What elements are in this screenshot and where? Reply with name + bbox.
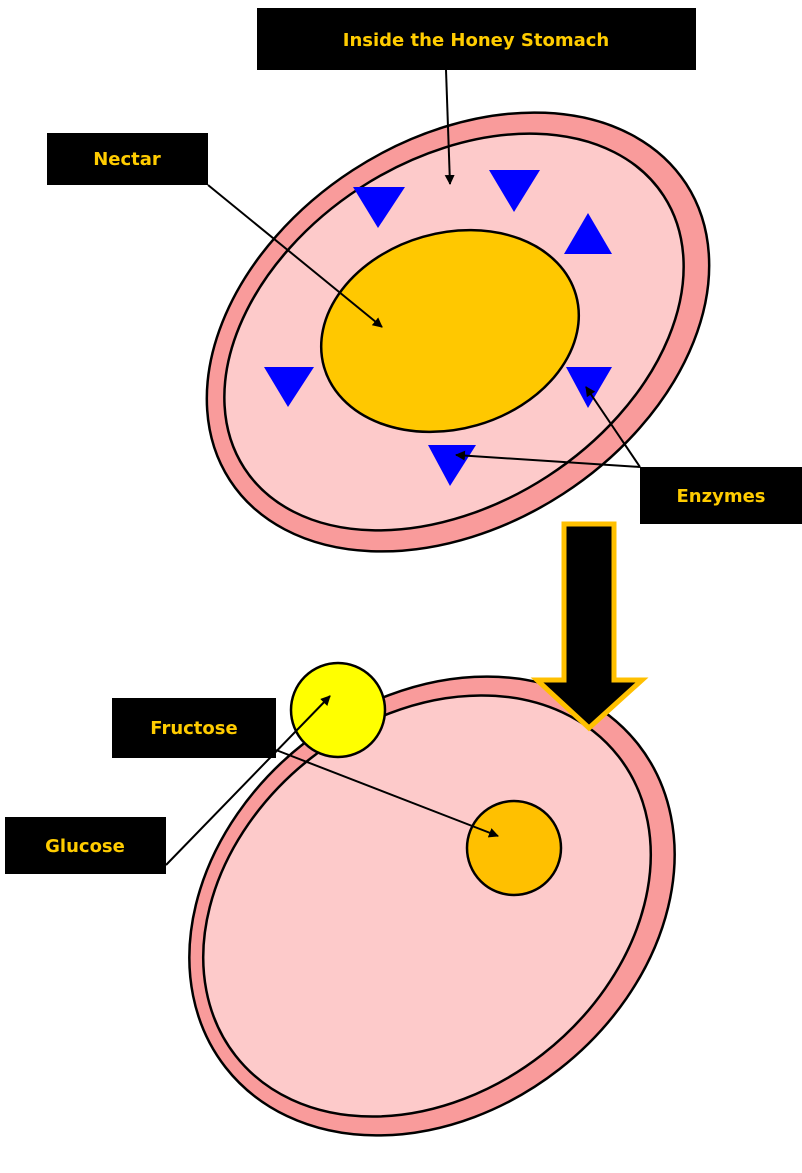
glucose-circle <box>291 663 385 757</box>
label-enzymes-text: Enzymes <box>677 486 766 507</box>
label-nectar: Nectar <box>47 133 208 185</box>
label-enzymes: Enzymes <box>640 467 802 524</box>
label-glucose-text: Glucose <box>45 836 125 857</box>
label-honey-stomach: Inside the Honey Stomach <box>257 8 696 70</box>
label-fructose: Fructose <box>112 698 276 758</box>
label-glucose: Glucose <box>5 817 166 874</box>
label-nectar-text: Nectar <box>93 149 161 170</box>
label-honey-stomach-text: Inside the Honey Stomach <box>343 30 609 51</box>
down-arrow <box>537 524 642 728</box>
stomach-after-group <box>98 582 766 1173</box>
stomach-before-group <box>125 22 791 642</box>
fructose-circle <box>467 801 561 895</box>
label-fructose-text: Fructose <box>150 718 237 739</box>
